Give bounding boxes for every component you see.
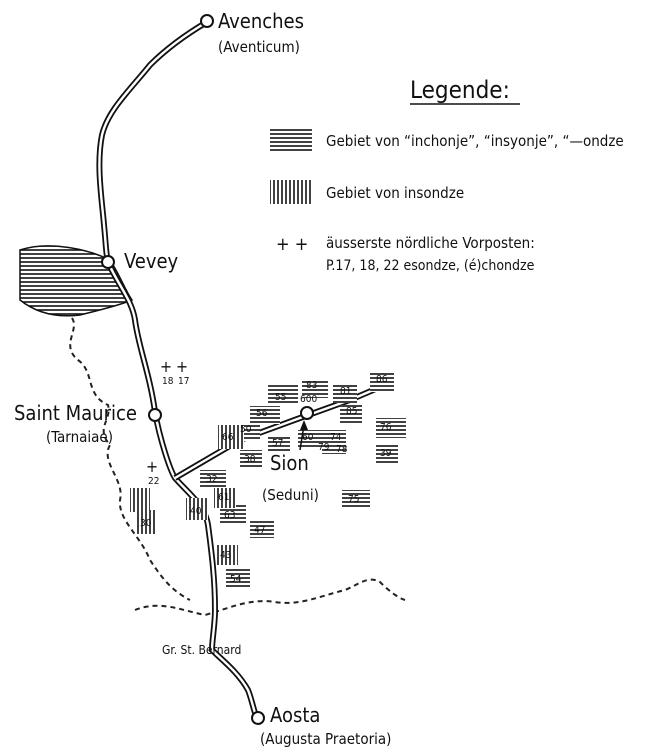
- box-label: 38: [244, 454, 256, 465]
- legend-swatch-vertical: [270, 180, 312, 204]
- box-label: 55: [275, 392, 286, 403]
- place-label-avenches: Avenches: [218, 9, 304, 33]
- roman-road: [96, 19, 394, 717]
- box-label: 74: [330, 432, 342, 443]
- box-label: 40: [190, 506, 202, 517]
- legend-title: Legende:: [410, 76, 510, 104]
- place-latin-avenches: (Aventicum): [218, 38, 300, 56]
- box-label: 61: [218, 492, 229, 503]
- box-label: 39: [380, 448, 392, 459]
- outpost-label-17: 17: [178, 376, 189, 387]
- box-label: 81: [340, 386, 351, 397]
- legend-symbol-plus: + +: [276, 234, 308, 255]
- place-label-aosta: Aosta: [270, 703, 320, 727]
- box-label: 43: [220, 550, 231, 561]
- plus-icon: +: [146, 457, 158, 476]
- box-label: 75: [348, 494, 359, 505]
- outpost-markers: + + +: [146, 357, 188, 476]
- town-marker-saint-maurice: [148, 408, 162, 422]
- legend-item-text: äusserste nördliche Vorposten:: [326, 234, 535, 252]
- place-latin-aosta: (Augusta Praetoria): [260, 730, 391, 748]
- box-label: 86: [376, 374, 388, 385]
- town-marker-vevey: [101, 255, 115, 269]
- border-line-east: [134, 578, 406, 617]
- box-label: 76: [380, 422, 392, 433]
- legend-swatch-horizontal: [270, 128, 312, 152]
- plus-icon: +: [176, 357, 188, 376]
- box-label: 78: [336, 444, 348, 455]
- box-label: 85: [346, 406, 357, 417]
- box-label: 54: [230, 574, 242, 585]
- legend-item-note: P.17, 18, 22 esondze, (é)chondze: [326, 258, 535, 274]
- place-latin-sion: (Seduni): [262, 486, 319, 504]
- box-label: 83: [306, 380, 317, 391]
- outpost-label-18: 18: [162, 376, 174, 387]
- box-label: 32: [206, 474, 217, 485]
- town-marker-aosta: [251, 711, 265, 725]
- legend-item-text: Gebiet von insondze: [326, 184, 464, 202]
- border-line-west: [69, 317, 191, 601]
- place-label-sion: Sion: [270, 451, 309, 475]
- legend-item-text: Gebiet von “inchonje”, “insyonje”, “—ond…: [326, 132, 624, 150]
- box-label: 60: [302, 432, 314, 443]
- town-marker-avenches: [200, 14, 214, 28]
- vertical-hatched-boxes: [130, 425, 244, 565]
- legend: Legende: Gebiet von “inchonje”, “insyonj…: [270, 76, 624, 274]
- box-label: 57: [272, 438, 283, 449]
- box-label: 56: [256, 408, 268, 419]
- place-latin-saint-maurice: (Tarnaiae): [46, 428, 113, 446]
- plus-icon: +: [160, 357, 172, 376]
- place-label-gr-st-bernard: Gr. St. Bernard: [162, 643, 241, 657]
- box-label: 30: [140, 518, 152, 529]
- place-label-saint-maurice: Saint Maurice: [14, 401, 137, 425]
- box-label: 79: [318, 442, 330, 453]
- box-label: 63: [224, 510, 235, 521]
- box-label: 50: [240, 424, 252, 435]
- town-marker-sion: [300, 406, 314, 420]
- box-label: 47: [254, 525, 265, 536]
- place-label-vevey: Vevey: [124, 249, 179, 273]
- box-label: 600: [300, 394, 317, 405]
- box-labels: 55 600 83 81 86 56 85 50 74 66 57 60 76 …: [140, 374, 392, 585]
- sion-arrow-icon: [299, 420, 308, 451]
- outpost-label-22: 22: [148, 476, 159, 487]
- box-label: 66: [222, 432, 234, 443]
